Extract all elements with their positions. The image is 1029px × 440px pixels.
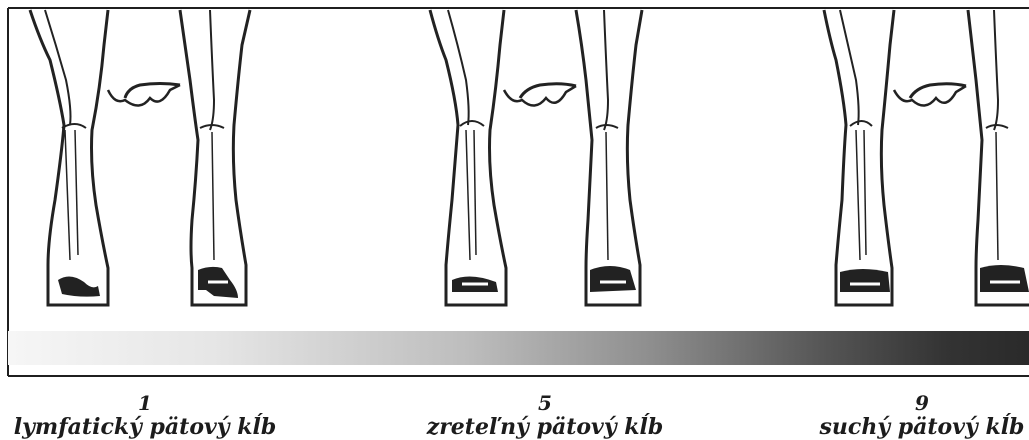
cow-hind-legs-lymphatic-icon — [30, 10, 250, 305]
cow-hind-legs-dry-icon — [824, 10, 1029, 305]
scale-number-1: 1 — [0, 392, 290, 414]
cow-hind-legs-distinct-icon — [430, 10, 642, 305]
gradient-scale-bar — [8, 331, 1029, 365]
scale-number-5: 5 — [395, 392, 695, 414]
scale-caption-9: suchý pätový kĺb — [815, 414, 1029, 440]
scale-caption-1: lymfatický pätový kĺb — [0, 414, 290, 440]
scale-number-9: 9 — [815, 392, 1029, 414]
scale-caption-5: zreteľný pätový kĺb — [395, 414, 695, 440]
